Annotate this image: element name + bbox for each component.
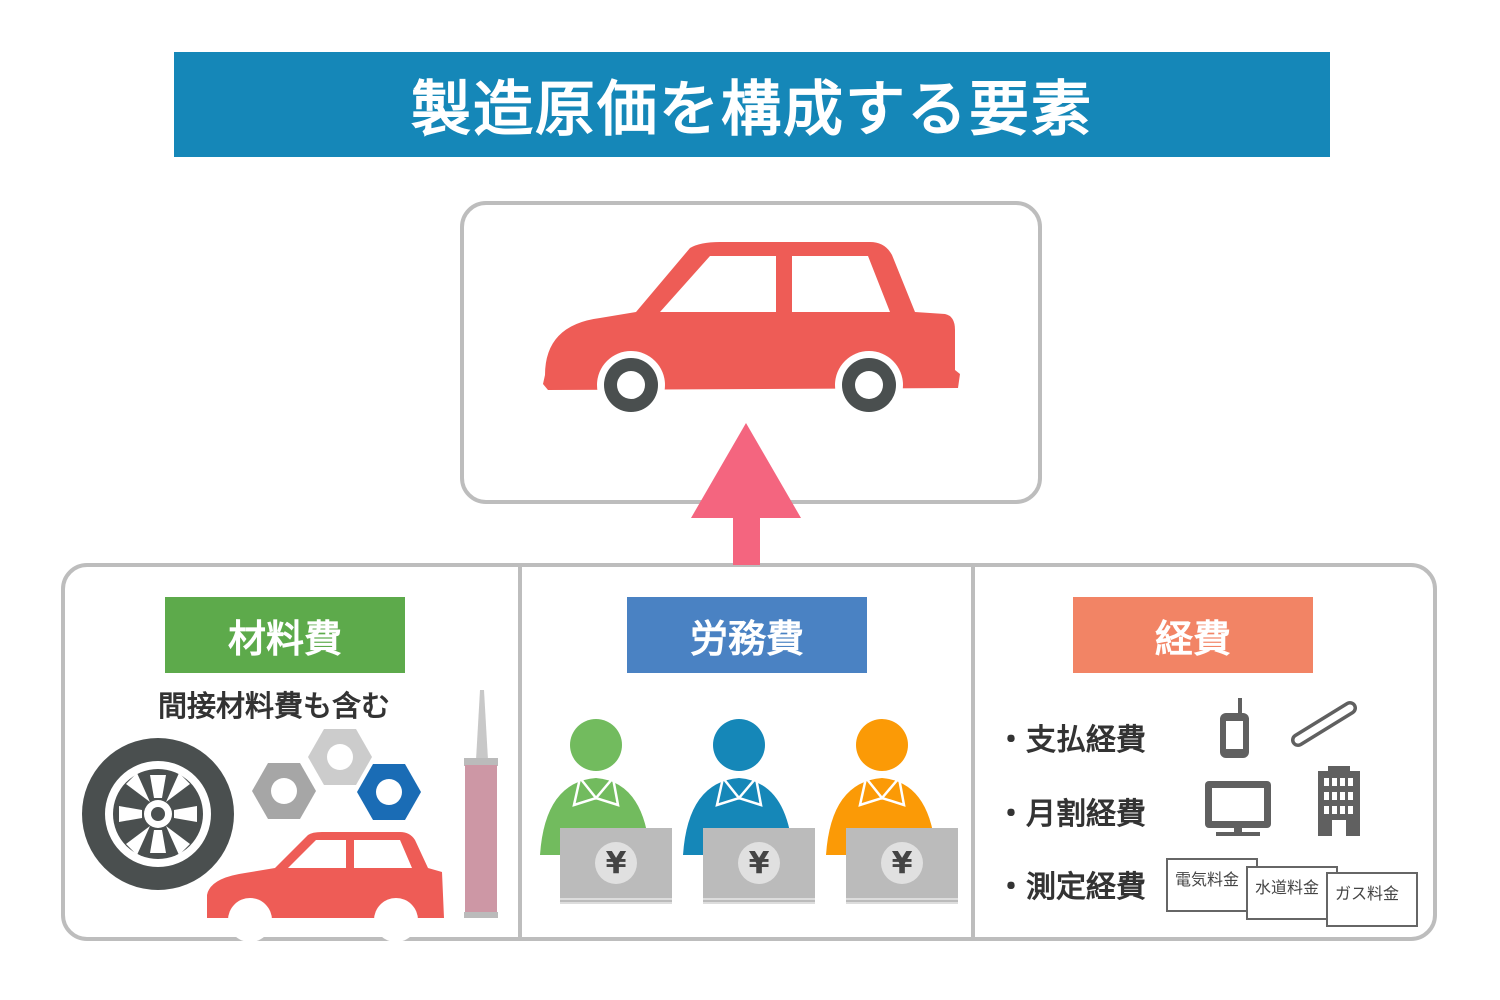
bill-water: 水道料金 <box>1246 866 1338 920</box>
sealant-tube-icon <box>464 690 498 918</box>
bill-gas: ガス料金 <box>1326 872 1418 927</box>
laptop-yen-icon: ¥ <box>560 828 672 904</box>
divider <box>518 565 522 941</box>
yen-icon: ¥ <box>738 842 780 884</box>
material-cost-label: 材料費 <box>165 597 405 673</box>
expense-item: ・月割経費 <box>996 797 1146 832</box>
expense-item: ・支払経費 <box>996 723 1146 758</box>
expense-label: 経費 <box>1073 597 1313 673</box>
up-arrow-icon <box>691 423 801 565</box>
yen-icon: ¥ <box>595 842 637 884</box>
expense-item: ・測定経費 <box>996 870 1146 905</box>
nut-icon <box>252 729 421 820</box>
tire-icon <box>82 738 234 890</box>
yen-icon: ¥ <box>881 842 923 884</box>
material-note: 間接材料費も含む <box>158 689 391 723</box>
car-icon <box>543 242 960 419</box>
bill-electricity: 電気料金 <box>1166 858 1258 912</box>
labor-cost-label: 労務費 <box>627 597 867 673</box>
laptop-yen-icon: ¥ <box>846 828 958 904</box>
divider <box>971 565 975 941</box>
laptop-yen-icon: ¥ <box>703 828 815 904</box>
car-icon <box>207 832 444 942</box>
page-title: 製造原価を構成する要素 <box>174 52 1330 157</box>
